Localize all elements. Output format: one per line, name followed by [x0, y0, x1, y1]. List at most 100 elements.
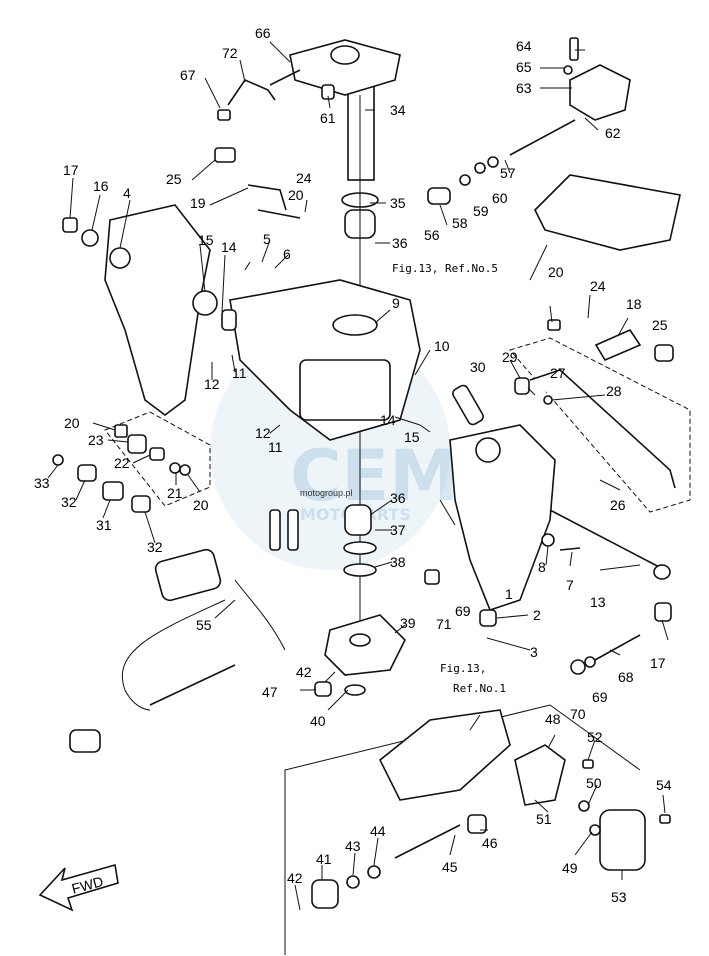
callout-69a: 69 [455, 603, 471, 619]
callout-59: 59 [473, 203, 489, 219]
callout-47: 47 [262, 684, 278, 700]
callout-24b: 24 [590, 278, 606, 294]
callout-40: 40 [310, 713, 326, 729]
callout-65: 65 [516, 59, 532, 75]
callout-56: 56 [424, 227, 440, 243]
callout-61: 61 [320, 110, 336, 126]
callout-52: 52 [587, 729, 603, 745]
callout-38: 38 [390, 554, 406, 570]
upper-mount-63 [509, 64, 681, 251]
reference-notes: Fig.13, Ref.No.5 Fig.13, Ref.No.1 [392, 262, 506, 695]
callout-3: 3 [530, 644, 538, 660]
steering-column-34 [289, 39, 401, 660]
callout-17b: 17 [650, 655, 666, 671]
callout-58: 58 [452, 215, 468, 231]
callout-68: 68 [618, 669, 634, 685]
callout-22: 22 [114, 455, 130, 471]
callout-5: 5 [263, 231, 271, 247]
callout-20d: 20 [193, 497, 209, 513]
callout-2: 2 [533, 607, 541, 623]
callout-16: 16 [93, 178, 109, 194]
callout-20b: 20 [548, 264, 564, 280]
callout-70: 70 [570, 706, 586, 722]
clamp-bracket-4 [104, 204, 218, 416]
small-parts [52, 37, 674, 836]
callout-41: 41 [316, 851, 332, 867]
leader-lines [47, 41, 669, 911]
callout-12a: 12 [204, 376, 220, 392]
callout-18: 18 [626, 296, 642, 312]
callout-42a: 42 [296, 664, 312, 680]
callout-63: 63 [516, 80, 532, 96]
callout-45: 45 [442, 859, 458, 875]
callout-29: 29 [502, 349, 518, 365]
callout-25b: 25 [652, 317, 668, 333]
callout-69b: 69 [592, 689, 608, 705]
callout-15b: 15 [404, 429, 420, 445]
wire-harness [69, 579, 286, 753]
through-tube-13 [549, 509, 671, 580]
callout-32a: 32 [61, 494, 77, 510]
watermark-brand: CEM [290, 435, 459, 517]
callout-39: 39 [400, 615, 416, 631]
callout-17a: 17 [63, 162, 79, 178]
callout-7: 7 [566, 577, 574, 593]
clamp-bracket-1 [449, 424, 556, 611]
callout-10: 10 [434, 338, 450, 354]
callout-11b: 11 [268, 439, 283, 455]
lower-housing-48 [378, 709, 646, 871]
callout-24a: 24 [296, 170, 312, 186]
tilt-rod-26 [529, 369, 676, 489]
callout-13: 13 [590, 594, 606, 610]
callout-6: 6 [283, 246, 291, 262]
callout-34: 34 [390, 102, 406, 118]
callout-15a: 15 [198, 232, 214, 248]
callout-51: 51 [536, 811, 552, 827]
callout-66: 66 [255, 25, 271, 41]
ref-fig13-no1-line2: Ref.No.1 [453, 682, 506, 695]
callout-37: 37 [390, 522, 406, 538]
callout-54: 54 [656, 777, 672, 793]
callout-49: 49 [562, 860, 578, 876]
callout-50: 50 [586, 775, 602, 791]
callout-9: 9 [392, 295, 400, 311]
bolt-45 [311, 814, 487, 909]
callout-21: 21 [167, 485, 183, 501]
ref-fig13-no5: Fig.13, Ref.No.5 [392, 262, 498, 275]
callout-19: 19 [190, 195, 206, 211]
cover-55 [154, 548, 222, 602]
callout-4: 4 [123, 185, 131, 201]
callout-48: 48 [545, 711, 561, 727]
lower-mount-39 [324, 614, 406, 676]
callout-72: 72 [222, 45, 238, 61]
callout-31: 31 [96, 517, 112, 533]
callout-32b: 32 [147, 539, 163, 555]
callout-57: 57 [500, 165, 516, 181]
callout-62: 62 [605, 125, 621, 141]
callout-14b: 14 [380, 412, 396, 428]
fwd-arrow-icon: FWD [38, 863, 119, 912]
callout-67: 67 [180, 67, 196, 83]
callout-8: 8 [538, 559, 546, 575]
callout-1: 1 [505, 586, 513, 602]
callout-55: 55 [196, 617, 212, 633]
callout-27: 27 [550, 365, 566, 381]
callout-14a: 14 [221, 239, 237, 255]
callout-26: 26 [610, 497, 626, 513]
callout-36a: 36 [392, 235, 408, 251]
callout-36b: 36 [390, 490, 406, 506]
callout-20c: 20 [64, 415, 80, 431]
sub-assembly-box-26 [509, 337, 691, 513]
callout-25a: 25 [166, 171, 182, 187]
callout-60: 60 [492, 190, 508, 206]
callout-71: 71 [436, 616, 452, 632]
sub-assembly-box-20-23 [104, 411, 211, 507]
watermark-small: motogroup.pl [300, 488, 353, 498]
callout-64: 64 [516, 38, 532, 54]
callout-53: 53 [611, 889, 627, 905]
callout-20a: 20 [288, 187, 304, 203]
ref-fig13-no1-line1: Fig.13, [440, 662, 486, 675]
callout-33: 33 [34, 475, 50, 491]
callout-43: 43 [345, 838, 361, 854]
